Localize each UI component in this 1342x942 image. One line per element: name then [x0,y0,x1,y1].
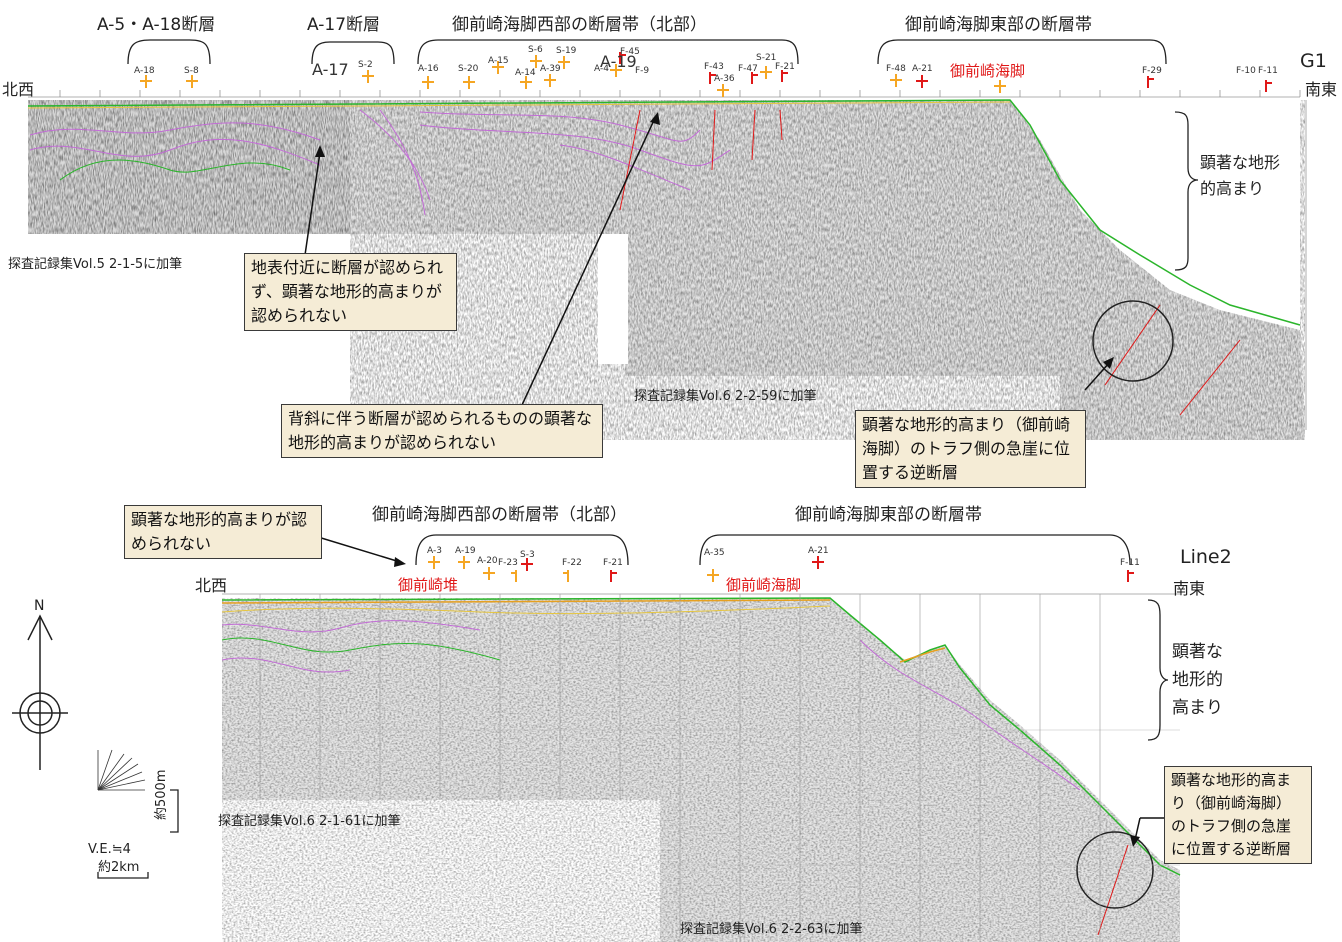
top-bracket-text: 顕著な地形的高まり [1200,153,1281,198]
bottom-bracket-text: 顕著な 地形的 高まり [1172,642,1223,718]
north-label: N [34,598,45,614]
fault-label: S-8 [184,66,199,76]
top-dir-left: 北西 [2,80,35,99]
fault-label: S-6 [528,45,543,55]
fault-label: A-19 [455,546,476,556]
bottom-callout-reverse-fault: 顕著な地形的高まり（御前崎海脚）のトラフ側の急崖に位置する逆断層 [1164,766,1312,864]
bottom-dir-right: 南東 [1173,579,1206,598]
fault-label: A-18 [134,66,155,76]
fault-label: S-20 [458,64,479,74]
fault-label: S-3 [520,550,535,560]
bottom-red-label-omaezaki-spur: 御前崎海脚 [726,576,802,594]
north-arrow-icon [12,614,68,770]
fault-label: F-11 [1120,558,1140,568]
top-source-2: 探査記録集Vol.6 2-2-59に加筆 [634,389,817,404]
scale-horizontal: 約2km [98,860,140,875]
top-header-west-zone: 御前崎海脚西部の断層帯（北部） [452,15,707,35]
fault-label: F-43 [704,62,724,72]
top-callout-no-fault: 地表付近に断層が認められず、顕著な地形的高まりが認められない [244,253,457,331]
fault-label: A-4 [594,64,609,74]
fault-label: A-17 [312,60,349,79]
fault-label: A-19 [600,52,637,71]
fault-label: A-16 [418,64,439,74]
bottom-header-west-zone: 御前崎海脚西部の断層帯（北部） [372,505,627,525]
fault-label: A-3 [427,546,442,556]
top-dir-right: 南東 [1305,80,1338,99]
fault-label: F-22 [562,558,582,568]
scale-ve: V.E.≒4 [88,842,131,857]
fault-label: F-23 [498,558,518,568]
ve-fan-icon [97,749,146,791]
fault-label: F-29 [1142,66,1162,76]
fault-label: F-10 [1236,66,1256,76]
bottom-line-name: Line2 [1180,546,1232,568]
bottom-source-1: 探査記録集Vol.6 2-1-61に加筆 [218,814,401,829]
fault-label: F-9 [635,66,650,76]
fault-label: A-35 [704,548,725,558]
fault-label: S-2 [358,60,373,70]
top-line-name: G1 [1300,50,1327,72]
fault-label: A-21 [912,64,933,74]
bottom-source-2: 探査記録集Vol.6 2-2-63に加筆 [680,922,863,937]
top-red-label-omaezaki-spur: 御前崎海脚 [950,62,1026,80]
fault-label: F-45 [620,47,640,57]
fault-label: A-14 [515,68,536,78]
fault-label: A-15 [488,56,509,66]
scale-vertical: 約500m [154,769,169,820]
fault-label: A-36 [714,74,735,84]
top-source-1: 探査記録集Vol.5 2-1-5に加筆 [8,257,183,272]
fault-label: F-21 [775,62,795,72]
bottom-dir-left: 北西 [195,576,228,595]
top-header-east-zone: 御前崎海脚東部の断層帯 [905,15,1092,35]
bottom-callout-no-high: 顕著な地形的高まりが認められない [124,505,322,559]
fault-label: S-19 [556,46,577,56]
top-header-a17: A-17断層 [307,15,381,35]
fault-label: A-20 [477,556,498,566]
fault-label: F-48 [886,64,906,74]
fault-label: S-21 [756,53,777,63]
top-callout-reverse-fault: 顕著な地形的高まり（御前崎海脚）のトラフ側の急崖に位置する逆断層 [855,410,1086,488]
top-callout-anticline-fault: 背斜に伴う断層が認められるものの顕著な地形的高まりが認められない [281,404,603,458]
bottom-red-label-omaezaki-bank: 御前崎堆 [398,576,459,594]
fault-label: A-39 [540,64,561,74]
fault-label: F-11 [1258,66,1278,76]
fault-label: A-21 [808,546,829,556]
fault-label: F-47 [738,64,758,74]
top-header-a5-a18: A-5・A-18断層 [97,15,216,35]
fault-label: F-21 [603,558,623,568]
bottom-header-east-zone: 御前崎海脚東部の断層帯 [795,505,982,525]
